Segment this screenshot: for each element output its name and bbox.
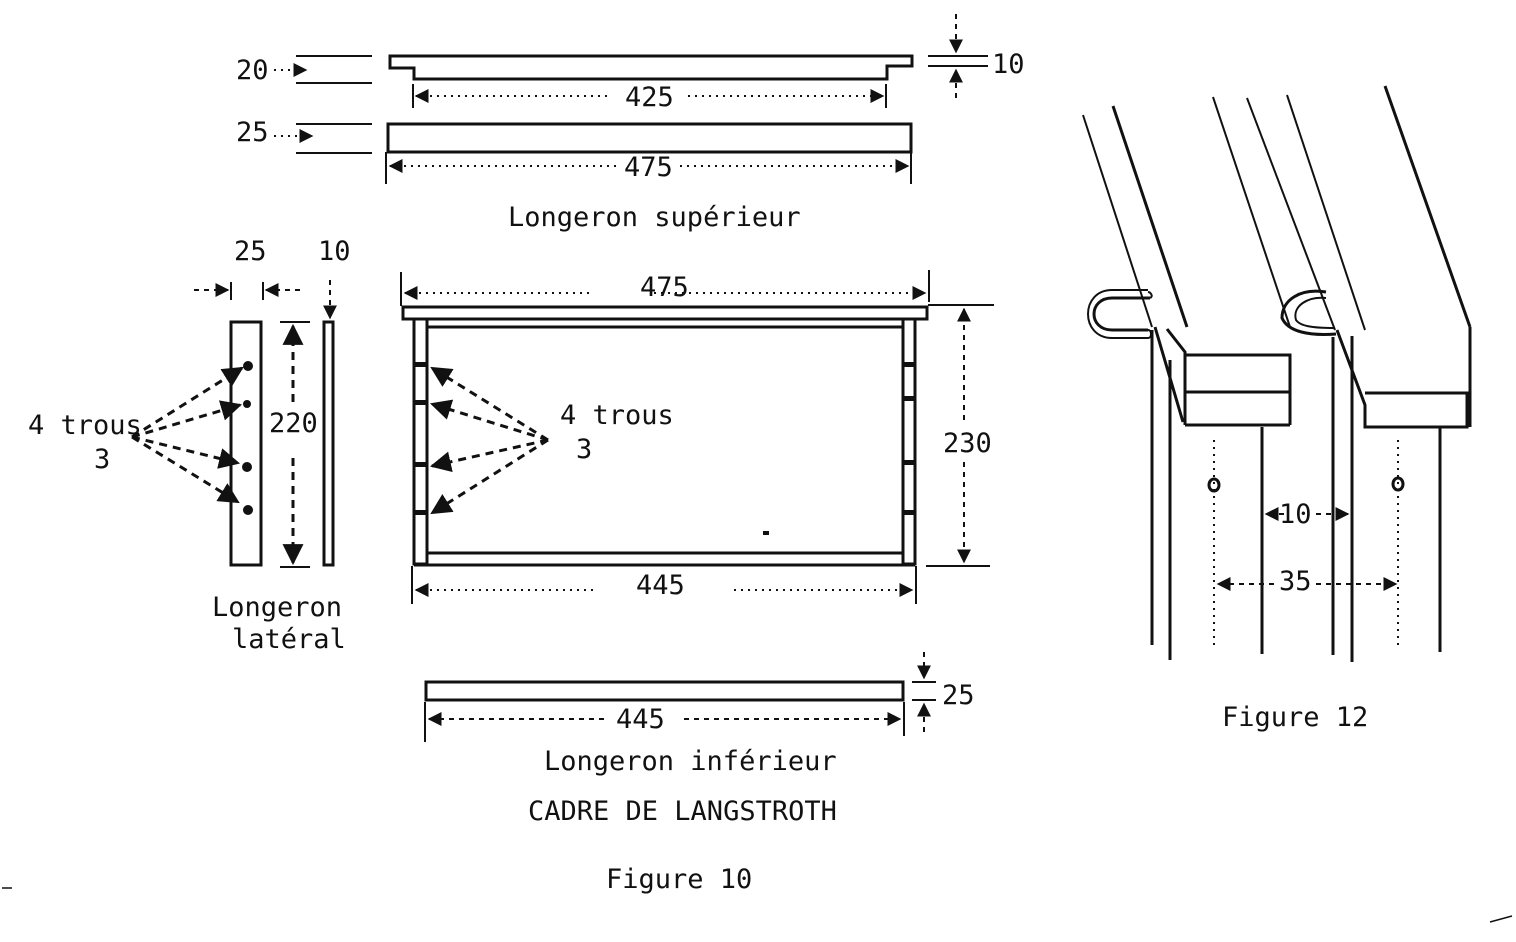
side-bar-label-line1: Longeron <box>212 592 342 623</box>
frame-right-upright <box>901 317 917 566</box>
left-frame-edge <box>1111 105 1189 328</box>
figure10-title: CADRE DE LANGSTROTH <box>528 796 837 827</box>
side-bar-width-25: 25 <box>234 236 267 267</box>
right-frame <box>1246 85 1472 662</box>
frame-top-width-475: 475 <box>640 272 689 303</box>
right-frame-edge <box>1286 94 1366 331</box>
left-frame-edge <box>1212 96 1291 328</box>
left-top-bar-end <box>1165 328 1292 394</box>
speck <box>763 531 769 535</box>
top-bar-thickness-25: 25 <box>236 117 269 148</box>
top-bar-group: 20 425 10 25 475 Longeron supérieur <box>236 14 1025 233</box>
top-bar-length-425: 425 <box>625 82 674 113</box>
frame-hole-leaders <box>429 366 549 515</box>
left-spacer-hook <box>1092 296 1150 332</box>
side-bar-holes-size: 3 <box>94 444 110 475</box>
hole-dot <box>243 361 253 371</box>
figure12-spacing-35: 35 <box>1279 566 1312 597</box>
side-bar-label-line2: latéral <box>232 624 346 655</box>
top-bar-thickness-20: 20 <box>236 55 269 86</box>
frame-holes-label: 4 trous <box>560 400 674 431</box>
top-bar-upper-piece <box>388 54 914 81</box>
top-bar-lower-piece <box>386 122 913 154</box>
side-bar-edge <box>322 320 335 567</box>
top-bar-length-475: 475 <box>624 152 673 183</box>
figure12-caption: Figure 12 <box>1222 702 1368 733</box>
left-frame-edge <box>1082 114 1153 328</box>
side-bar-holes-label: 4 trous <box>28 410 142 441</box>
frame-hole-marks <box>414 362 915 515</box>
side-bar-group: 25 10 4 trous 3 220 Longeron latéral <box>28 236 351 655</box>
hole-dot <box>243 505 253 515</box>
top-bar-label: Longeron supérieur <box>508 202 801 233</box>
hole-dot <box>243 400 251 408</box>
frame-group: 475 4 trous 3 <box>400 270 994 604</box>
right-frame-edge <box>1383 85 1472 328</box>
side-bar-thickness-10: 10 <box>318 236 351 267</box>
bottom-bar-group: 445 25 Longeron inférieur <box>424 652 975 777</box>
side-bar-height-220: 220 <box>269 408 318 439</box>
right-spacer-hook <box>1294 296 1335 329</box>
side-bar-front <box>229 320 263 567</box>
side-bar-hole-leaders <box>131 366 244 504</box>
scan-mark <box>1489 915 1513 923</box>
frame-top-bar <box>401 305 929 321</box>
frame-holes-size: 3 <box>576 434 592 465</box>
right-spacer-hook <box>1280 289 1337 336</box>
right-frame-edge <box>1246 97 1336 331</box>
figure12-gap-10: 10 <box>1279 499 1312 530</box>
frame-bottom-width-445: 445 <box>636 570 685 601</box>
figure10-caption: Figure 10 <box>606 864 752 895</box>
frame-left-upright <box>412 317 429 566</box>
right-wire-hole <box>1391 476 1405 492</box>
bottom-bar-length-445: 445 <box>616 704 665 735</box>
top-bar-step-10: 10 <box>992 49 1025 80</box>
right-top-bar-end <box>1335 329 1469 429</box>
bottom-bar-piece <box>424 680 905 702</box>
hole-dot <box>242 462 252 472</box>
frame-height-230: 230 <box>943 428 992 459</box>
left-wire-hole <box>1207 477 1221 493</box>
bottom-bar-thickness-25: 25 <box>942 680 975 711</box>
bottom-bar-label: Longeron inférieur <box>544 746 837 777</box>
left-frame <box>1082 96 1292 660</box>
figure12-group: 10 35 Figure 12 <box>1082 85 1472 733</box>
